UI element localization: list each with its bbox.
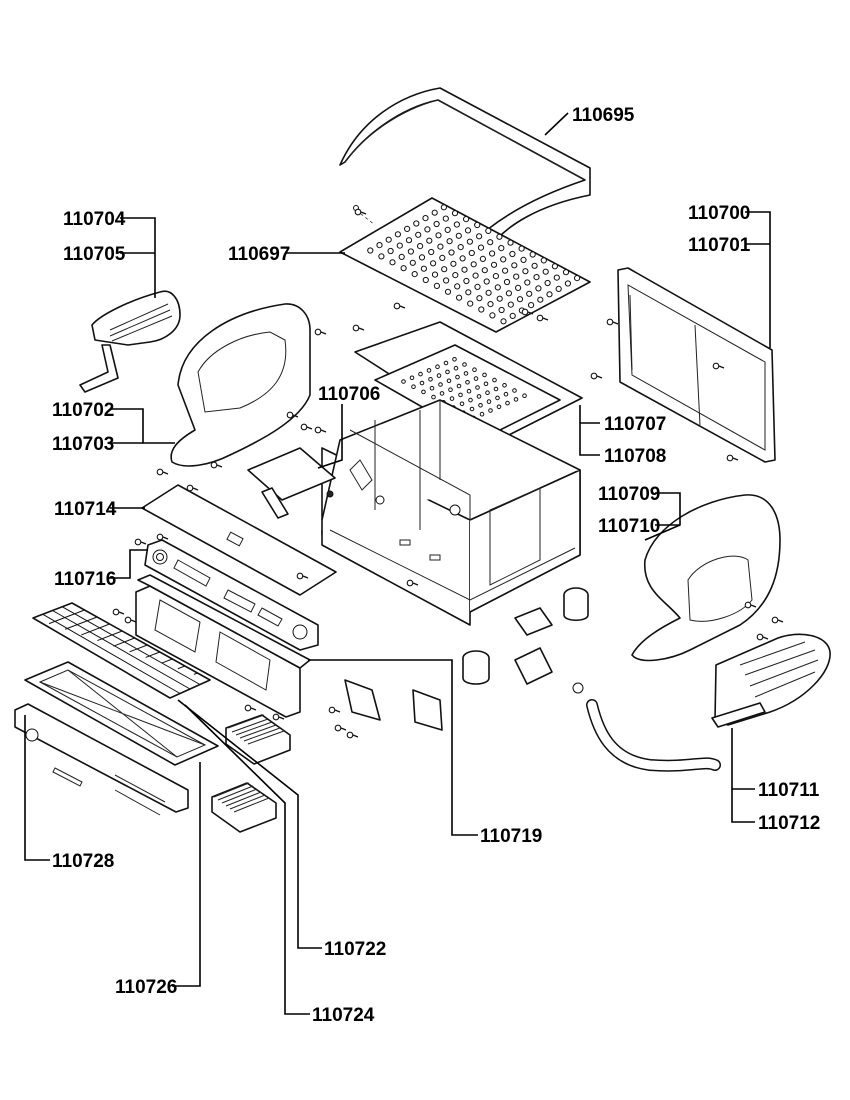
label-110706: 110706 bbox=[318, 384, 380, 405]
part-left-side-panel bbox=[170, 303, 311, 467]
part-right-side-panel bbox=[631, 494, 781, 662]
label-110710: 110710 bbox=[598, 516, 660, 537]
part-cup-rest-rear bbox=[211, 782, 277, 833]
label-110701: 110701 bbox=[688, 235, 751, 256]
label-110709: 110709 bbox=[598, 484, 660, 505]
label-110724: 110724 bbox=[312, 1005, 375, 1026]
part-chassis-frame bbox=[321, 399, 581, 626]
part-rear-panel bbox=[617, 267, 776, 463]
part-number-labels: 110695 110697 110700 110701 110702 11070… bbox=[52, 105, 820, 1026]
label-110702: 110702 bbox=[52, 400, 114, 421]
part-lower-front-frame bbox=[135, 574, 311, 718]
label-110704: 110704 bbox=[63, 209, 126, 230]
label-110695: 110695 bbox=[572, 105, 635, 126]
part-small-cover-plate bbox=[247, 447, 336, 519]
part-perforated-top-plate bbox=[339, 197, 591, 333]
label-110712: 110712 bbox=[758, 813, 820, 834]
part-internal-components bbox=[462, 587, 589, 694]
label-110707: 110707 bbox=[604, 414, 666, 435]
part-control-panel-bar bbox=[144, 539, 319, 651]
part-small-left-side-cover bbox=[79, 290, 181, 393]
part-cup-rest-front bbox=[225, 714, 291, 765]
label-110700: 110700 bbox=[688, 203, 750, 224]
label-110705: 110705 bbox=[63, 244, 126, 265]
leader-lines bbox=[24, 112, 771, 1015]
part-small-brackets bbox=[344, 679, 443, 731]
label-110703: 110703 bbox=[52, 434, 114, 455]
label-110719: 110719 bbox=[480, 826, 542, 847]
part-screws bbox=[112, 208, 784, 739]
label-110697: 110697 bbox=[228, 244, 290, 265]
part-front-top-panel bbox=[141, 484, 337, 596]
part-water-hose bbox=[586, 699, 721, 772]
label-110714: 110714 bbox=[54, 499, 117, 520]
label-110726: 110726 bbox=[115, 977, 177, 998]
part-drip-tray-front bbox=[14, 703, 189, 816]
label-110708: 110708 bbox=[604, 446, 666, 467]
label-110728: 110728 bbox=[52, 851, 114, 872]
part-drip-tray-frame bbox=[24, 661, 219, 766]
label-110711: 110711 bbox=[758, 780, 820, 801]
label-110722: 110722 bbox=[324, 939, 386, 960]
part-small-right-side-cover bbox=[711, 633, 831, 728]
part-drip-grill bbox=[32, 602, 211, 699]
label-110716: 110716 bbox=[54, 569, 116, 590]
